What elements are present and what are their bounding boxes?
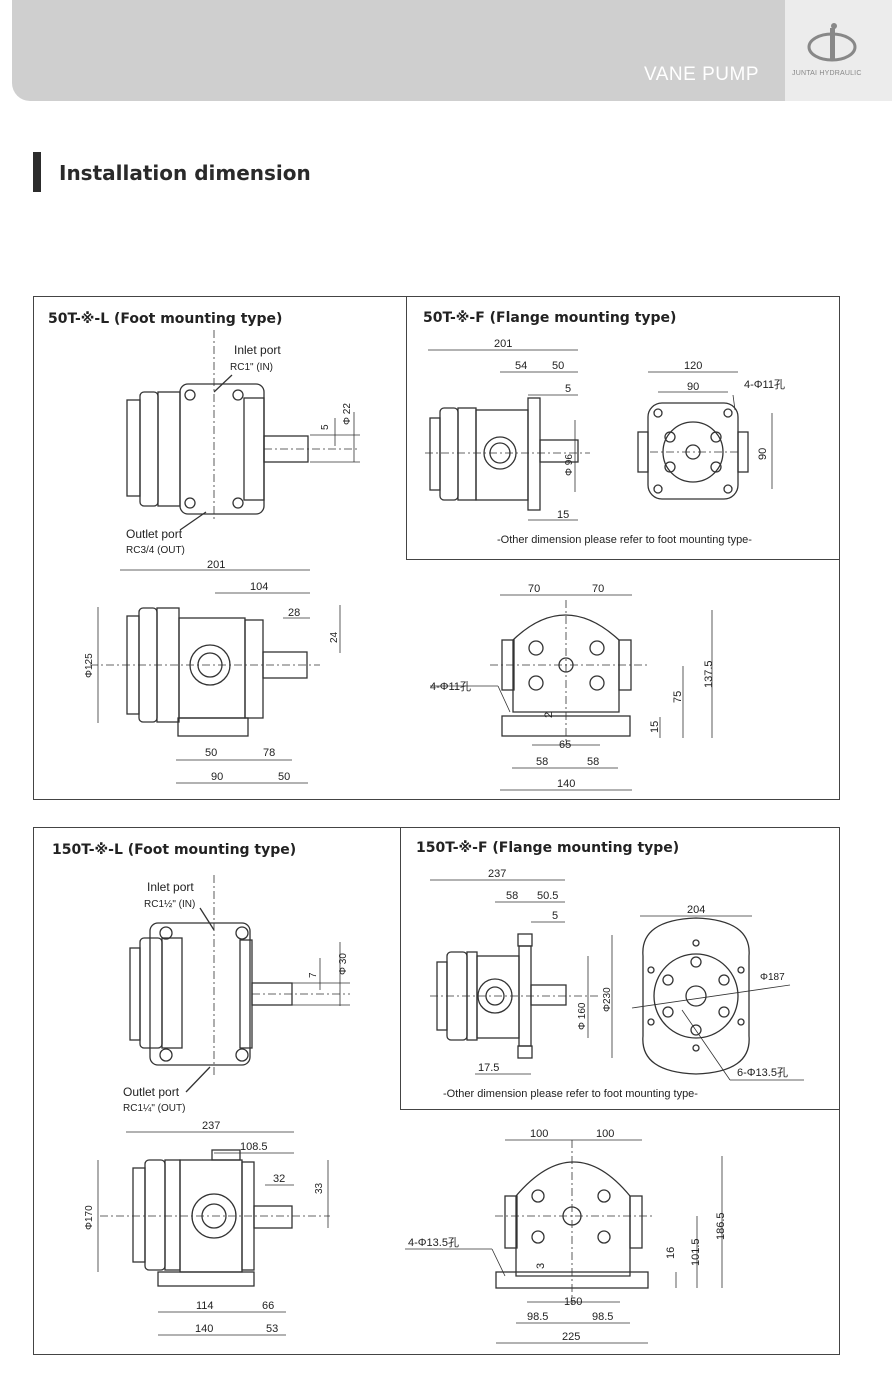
dim-150-33: 33 — [314, 1182, 325, 1194]
dim-50f-96: Φ 96 — [564, 454, 575, 476]
dim-50-24: 24 — [329, 631, 340, 643]
dim-150-shaft: Φ 30 — [338, 953, 349, 975]
dim-50-15: 15 — [649, 721, 661, 733]
dim-150f-5: 5 — [552, 910, 558, 922]
dim-150-150: 150 — [564, 1296, 582, 1308]
dim-50-50b: 50 — [278, 771, 290, 783]
dim-50-d125: Φ125 — [84, 653, 95, 678]
section-title: Installation dimension — [59, 161, 311, 185]
dim-50-holes: 4-Φ11孔 — [430, 680, 471, 693]
title-150-flange: 150T-※-F (Flange mounting type) — [416, 840, 679, 856]
dim-50-2: 2 — [543, 712, 555, 718]
dim-150f-175: 17.5 — [478, 1062, 499, 1074]
dim-50-65: 65 — [559, 739, 571, 751]
dim-150-114: 114 — [196, 1300, 214, 1312]
dim-50f-54: 54 — [515, 360, 527, 372]
outlet-spec-150: RC1¼" (OUT) — [123, 1102, 185, 1114]
dim-150-53: 53 — [266, 1323, 278, 1335]
note-50f: -Other dimension please refer to foot mo… — [497, 534, 752, 546]
dim-150-237: 237 — [202, 1120, 220, 1132]
title-50-foot: 50T-※-L (Foot mounting type) — [48, 311, 282, 327]
dim-150-key: 7 — [308, 972, 319, 978]
juntai-logo-icon — [807, 23, 857, 62]
panel-150-flange — [400, 827, 840, 1110]
page-header: VANE PUMP — [12, 0, 892, 101]
dim-50-201: 201 — [207, 559, 225, 571]
dim-50-70a: 70 — [528, 583, 540, 595]
dim-150f-230: Φ230 — [602, 987, 613, 1012]
dim-150f-204: 204 — [687, 904, 705, 916]
panel-50-flange — [406, 296, 840, 560]
outlet-spec-50: RC3/4 (OUT) — [126, 545, 185, 556]
dim-150f-505: 50.5 — [537, 890, 558, 902]
dim-150-1865: 186.5 — [715, 1212, 727, 1240]
title-150-foot: 150T-※-L (Foot mounting type) — [52, 842, 296, 858]
dim-150-100a: 100 — [530, 1128, 548, 1140]
dim-150-985a: 98.5 — [527, 1311, 548, 1323]
dim-150-32: 32 — [273, 1173, 285, 1185]
inlet-spec-50: RC1" (IN) — [230, 362, 273, 373]
dim-150f-58: 58 — [506, 890, 518, 902]
dim-150-100b: 100 — [596, 1128, 614, 1140]
section-marker — [33, 152, 41, 192]
dim-50-58a: 58 — [536, 756, 548, 768]
inlet-label-50: Inlet port — [234, 343, 281, 357]
dim-150f-holes: 6-Φ13.5孔 — [737, 1066, 788, 1079]
dim-150-3: 3 — [535, 1263, 547, 1269]
dim-50-78: 78 — [263, 747, 275, 759]
dim-50f-201: 201 — [494, 338, 512, 350]
dim-150-1085: 108.5 — [240, 1141, 268, 1153]
dim-50f-90a: 90 — [687, 381, 699, 393]
logo-text: JUNTAI HYDRAULIC — [792, 70, 862, 77]
dim-50f-50: 50 — [552, 360, 564, 372]
outlet-label-150: Outlet port — [123, 1085, 180, 1099]
dim-150f-187: Φ187 — [760, 972, 785, 983]
inlet-spec-150: RC1½" (IN) — [144, 899, 195, 910]
dim-50-75: 75 — [672, 691, 684, 703]
dim-50f-15: 15 — [557, 509, 569, 521]
dim-50-key: 5 — [320, 424, 331, 430]
dim-150-1015: 101.5 — [690, 1238, 702, 1266]
dim-50-104: 104 — [250, 581, 268, 593]
dim-150-d170: Φ170 — [84, 1205, 95, 1230]
dim-150-16: 16 — [665, 1247, 677, 1259]
dim-150f-160: Φ 160 — [577, 1002, 588, 1030]
dim-50-1375: 137.5 — [703, 660, 715, 688]
header-title: VANE PUMP — [644, 64, 760, 85]
note-150f: -Other dimension please refer to foot mo… — [443, 1088, 698, 1100]
title-50-flange: 50T-※-F (Flange mounting type) — [423, 310, 676, 326]
logo-box — [785, 0, 892, 101]
dim-50f-5: 5 — [565, 383, 571, 395]
dim-50f-90b: 90 — [757, 448, 769, 460]
dim-50-70b: 70 — [592, 583, 604, 595]
dim-50-140: 140 — [557, 778, 575, 790]
inlet-label-150: Inlet port — [147, 880, 194, 894]
dim-50-shaft: Φ 22 — [342, 403, 353, 425]
dim-50-90: 90 — [211, 771, 223, 783]
dim-150-140: 140 — [195, 1323, 213, 1335]
dim-50-50a: 50 — [205, 747, 217, 759]
dim-150-985b: 98.5 — [592, 1311, 613, 1323]
dim-150-225: 225 — [562, 1331, 580, 1343]
dim-50f-120: 120 — [684, 360, 702, 372]
dim-150f-237: 237 — [488, 868, 506, 880]
dim-150-holes: 4-Φ13.5孔 — [408, 1236, 459, 1249]
outlet-label-50: Outlet port — [126, 527, 183, 541]
dim-50-28: 28 — [288, 607, 300, 619]
dim-150-66: 66 — [262, 1300, 274, 1312]
dim-50-58b: 58 — [587, 756, 599, 768]
dim-50f-holes: 4-Φ11孔 — [744, 378, 785, 391]
